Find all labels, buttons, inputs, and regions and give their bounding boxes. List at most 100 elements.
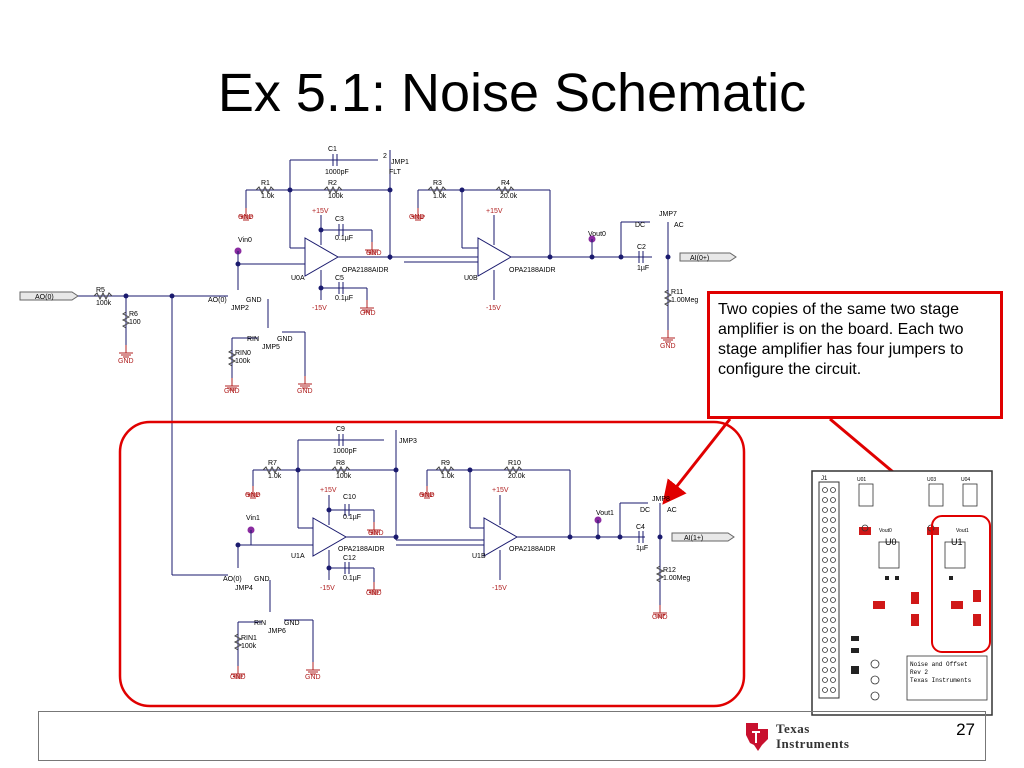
label: 1.00Meg — [663, 575, 690, 582]
label: GND — [419, 492, 435, 499]
label: GND — [368, 530, 384, 537]
label: JMP4 — [235, 585, 253, 592]
label: C12 — [343, 555, 356, 562]
label: R2 — [328, 180, 337, 187]
label: U0A — [291, 275, 305, 282]
board-u04: U04 — [961, 477, 970, 483]
label: 100 — [129, 319, 141, 326]
u0b-opamp — [477, 237, 513, 277]
label: C5 — [335, 275, 344, 282]
label: R3 — [433, 180, 442, 187]
label: C1 — [328, 146, 337, 153]
label: RIN — [247, 336, 259, 343]
label: -15V — [312, 305, 327, 312]
label: 1000pF — [333, 448, 357, 455]
label: 20.0k — [508, 473, 526, 480]
label: R11 — [671, 289, 683, 296]
label: GND — [660, 343, 676, 350]
label: JMP5 — [262, 344, 280, 351]
label: OPA2188AIDR — [338, 546, 385, 553]
label: JMP3 — [399, 438, 417, 445]
label: 20.0k — [500, 193, 518, 200]
label: GND — [284, 620, 300, 627]
label: R10 — [508, 460, 521, 467]
ai1-output-connector — [671, 532, 735, 542]
label: 1.0k — [261, 193, 275, 200]
footer-bar: 27 — [38, 711, 986, 761]
label: JMP7 — [659, 211, 677, 218]
label: R1 — [261, 180, 270, 187]
label: +15V — [492, 487, 509, 494]
label: 1.0k — [433, 193, 447, 200]
ti-logo: Texas Instruments — [742, 719, 882, 755]
label: -15V — [492, 585, 507, 592]
label: AI(0+) — [690, 255, 709, 262]
label: AO(0) — [223, 576, 242, 583]
label: GND — [652, 614, 668, 621]
bottom-amplifier-highlight — [118, 420, 746, 708]
label: GND — [254, 576, 270, 583]
top-amplifier — [19, 150, 737, 575]
label: 0.1µF — [343, 575, 361, 582]
label: -15V — [320, 585, 335, 592]
board-u0: U0 — [885, 537, 897, 547]
label: GND — [409, 214, 425, 221]
label: RIN — [254, 620, 266, 627]
label: Vin0 — [238, 237, 252, 244]
label: GND — [277, 336, 293, 343]
label: 100k — [96, 300, 112, 307]
label: RIN1 — [241, 635, 257, 642]
label: OPA2188AIDR — [342, 267, 389, 274]
label: 0.1µF — [335, 295, 353, 302]
page-number: 27 — [956, 720, 975, 739]
label: C9 — [336, 426, 345, 433]
label: 2 — [383, 153, 387, 160]
label: R6 — [129, 311, 138, 318]
label: GND — [224, 388, 240, 395]
label: JMP1 — [391, 159, 409, 166]
ai0-output-connector — [679, 252, 737, 262]
label: RIN0 — [235, 350, 251, 357]
label: R4 — [501, 180, 510, 187]
label: 1.00Meg — [671, 297, 698, 304]
board-title-line2: Rev 2 — [910, 669, 928, 676]
label: GND — [118, 358, 134, 365]
label: U0B — [464, 275, 478, 282]
label: JMP6 — [268, 628, 286, 635]
label: 100k — [328, 193, 344, 200]
label: GND — [366, 250, 382, 257]
label: 1.0k — [268, 473, 282, 480]
slide-title: Ex 5.1: Noise Schematic — [217, 63, 807, 123]
label: 0.1µF — [343, 514, 361, 521]
board-u03: U03 — [927, 477, 936, 483]
label: Vout0 — [588, 231, 606, 238]
label: GND — [245, 492, 261, 499]
board-title-line1: Noise and Offset — [910, 661, 968, 668]
board-u1-highlight — [931, 515, 991, 653]
board-vout0: Vout0 — [879, 528, 892, 534]
label: GND — [230, 674, 246, 681]
label: 0.1µF — [335, 235, 353, 242]
label: +15V — [486, 208, 503, 215]
label: 1.0k — [441, 473, 455, 480]
label: C3 — [335, 216, 344, 223]
board-j1: J1 — [821, 476, 828, 482]
u0a-opamp — [304, 237, 340, 277]
label: Vout1 — [596, 510, 614, 517]
label: C10 — [343, 494, 356, 501]
label: GND — [238, 214, 254, 221]
label: JMP2 — [231, 305, 249, 312]
label: OPA2188AIDR — [509, 267, 556, 274]
label: R7 — [268, 460, 277, 467]
label: 1µF — [637, 265, 649, 272]
label: U1B — [472, 553, 486, 560]
label: 1µF — [636, 545, 648, 552]
u1a-opamp — [312, 517, 348, 557]
ti-logo-line1: Texas — [776, 721, 810, 736]
label: C2 — [637, 244, 646, 251]
label: GND — [366, 590, 382, 597]
label: -15V — [486, 305, 501, 312]
label: GND — [305, 674, 321, 681]
callout-text: Two copies of the same two stage amplifi… — [718, 301, 964, 378]
